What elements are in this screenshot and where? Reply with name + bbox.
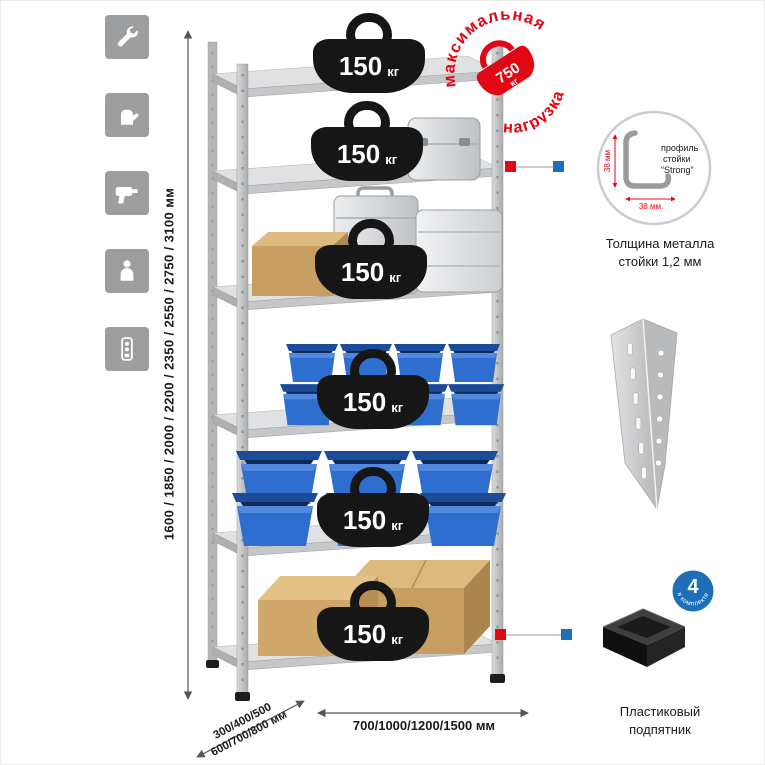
shelf-load-weight-3: 150 кг xyxy=(315,219,427,299)
shelf-load-weight-1: 150 кг xyxy=(313,13,425,93)
red-kettlebell-handle xyxy=(479,40,515,69)
wrench-icon xyxy=(105,15,149,59)
badge-circle xyxy=(670,568,716,614)
shelf-load-value: 150 xyxy=(342,387,387,417)
profile-dim-vertical: 38 мм xyxy=(603,150,612,172)
angle-post-holes xyxy=(655,349,665,467)
profile-label-line2: стойки xyxy=(663,154,691,164)
shelf-load-unit: кг xyxy=(391,517,404,533)
shelf-load-unit: кг xyxy=(391,631,404,647)
glove-icon xyxy=(105,93,149,137)
aluminum-case xyxy=(407,117,481,181)
angle-post-ridge xyxy=(642,318,658,510)
drill-icon xyxy=(105,171,149,215)
shelf-load-weight-2: 150 кг xyxy=(311,101,423,181)
shelf-load-weight-4: 150 кг xyxy=(317,349,429,429)
red-kettlebell-body xyxy=(476,45,535,96)
profile-caption-line1: Толщина металла xyxy=(605,236,715,251)
height-dimension-label: 1600 / 1850 / 2000 / 2200 / 2350 / 2550 … xyxy=(161,187,177,541)
foot-recess xyxy=(617,616,671,638)
profile-label-line1: профиль xyxy=(661,143,699,153)
depth-dimension-line xyxy=(196,700,305,758)
shelf-load-weight-5: 150 кг xyxy=(317,467,429,547)
foot-highlight-2 xyxy=(642,608,686,628)
profile-detail-circle: 38 мм 38 мм. профиль стойки “Strong” xyxy=(596,110,712,226)
callout-square-blue-bottom xyxy=(561,629,572,640)
callout-square-red-top xyxy=(505,161,516,172)
angle-post-detail xyxy=(610,318,678,511)
kettlebell-body: 150 кг xyxy=(311,127,423,181)
foot-caption-line2: подпятник xyxy=(629,721,691,737)
angle-post-slots xyxy=(627,342,647,480)
shelf-load-value: 150 xyxy=(338,51,383,81)
kettlebell-body: 150 кг xyxy=(317,607,429,661)
wrench-glyph xyxy=(117,26,138,47)
power-strip-glyph xyxy=(121,337,133,361)
foot-right-face xyxy=(647,627,685,667)
shelf-load-value: 150 xyxy=(336,139,381,169)
kettlebell-body: 150 кг xyxy=(315,245,427,299)
power-strip-icon xyxy=(105,327,149,371)
plastic-foot-detail xyxy=(602,608,686,667)
kettlebell-body: 150 кг xyxy=(317,375,429,429)
shelf-load-unit: кг xyxy=(391,399,404,415)
drill-glyph xyxy=(115,187,138,204)
shelf-load-unit: кг xyxy=(385,151,398,167)
foot-caption-line1: Пластиковый xyxy=(619,704,701,719)
foot-left-face xyxy=(603,627,647,667)
shelf-load-value: 150 xyxy=(342,505,387,535)
rack-feet xyxy=(206,660,505,701)
kettlebell-body: 150 кг xyxy=(313,39,425,93)
callout-square-red-bottom xyxy=(495,629,506,640)
badge-number: 4 xyxy=(687,576,699,598)
shelf-load-value: 150 xyxy=(340,257,385,287)
callout-square-blue-top xyxy=(553,161,564,172)
profile-caption: Толщина металла стойки 1,2 мм xyxy=(585,235,735,270)
person-glyph xyxy=(120,260,134,281)
shelf-load-value: 150 xyxy=(342,619,387,649)
profile-caption-line2: стойки 1,2 мм xyxy=(618,253,702,269)
kettlebell-body: 150 кг xyxy=(317,493,429,547)
shelf-load-unit: кг xyxy=(389,269,402,285)
profile-label-line3: “Strong” xyxy=(661,165,694,175)
width-dimension-label: 700/1000/1200/1500 мм xyxy=(352,718,496,733)
glove-glyph xyxy=(121,109,139,125)
foot-highlight xyxy=(602,608,644,628)
post-profile-drawing xyxy=(623,130,672,189)
foot-caption: Пластиковый подпятник xyxy=(585,703,735,738)
quantity-badge: 4 в комплекте xyxy=(670,568,716,614)
shelf-load-weight-6: 150 кг xyxy=(317,581,429,661)
shelf-load-unit: кг xyxy=(387,63,400,79)
person-icon xyxy=(105,249,149,293)
aluminum-case-wide xyxy=(415,209,503,293)
profile-dim-horizontal: 38 мм. xyxy=(639,202,663,211)
